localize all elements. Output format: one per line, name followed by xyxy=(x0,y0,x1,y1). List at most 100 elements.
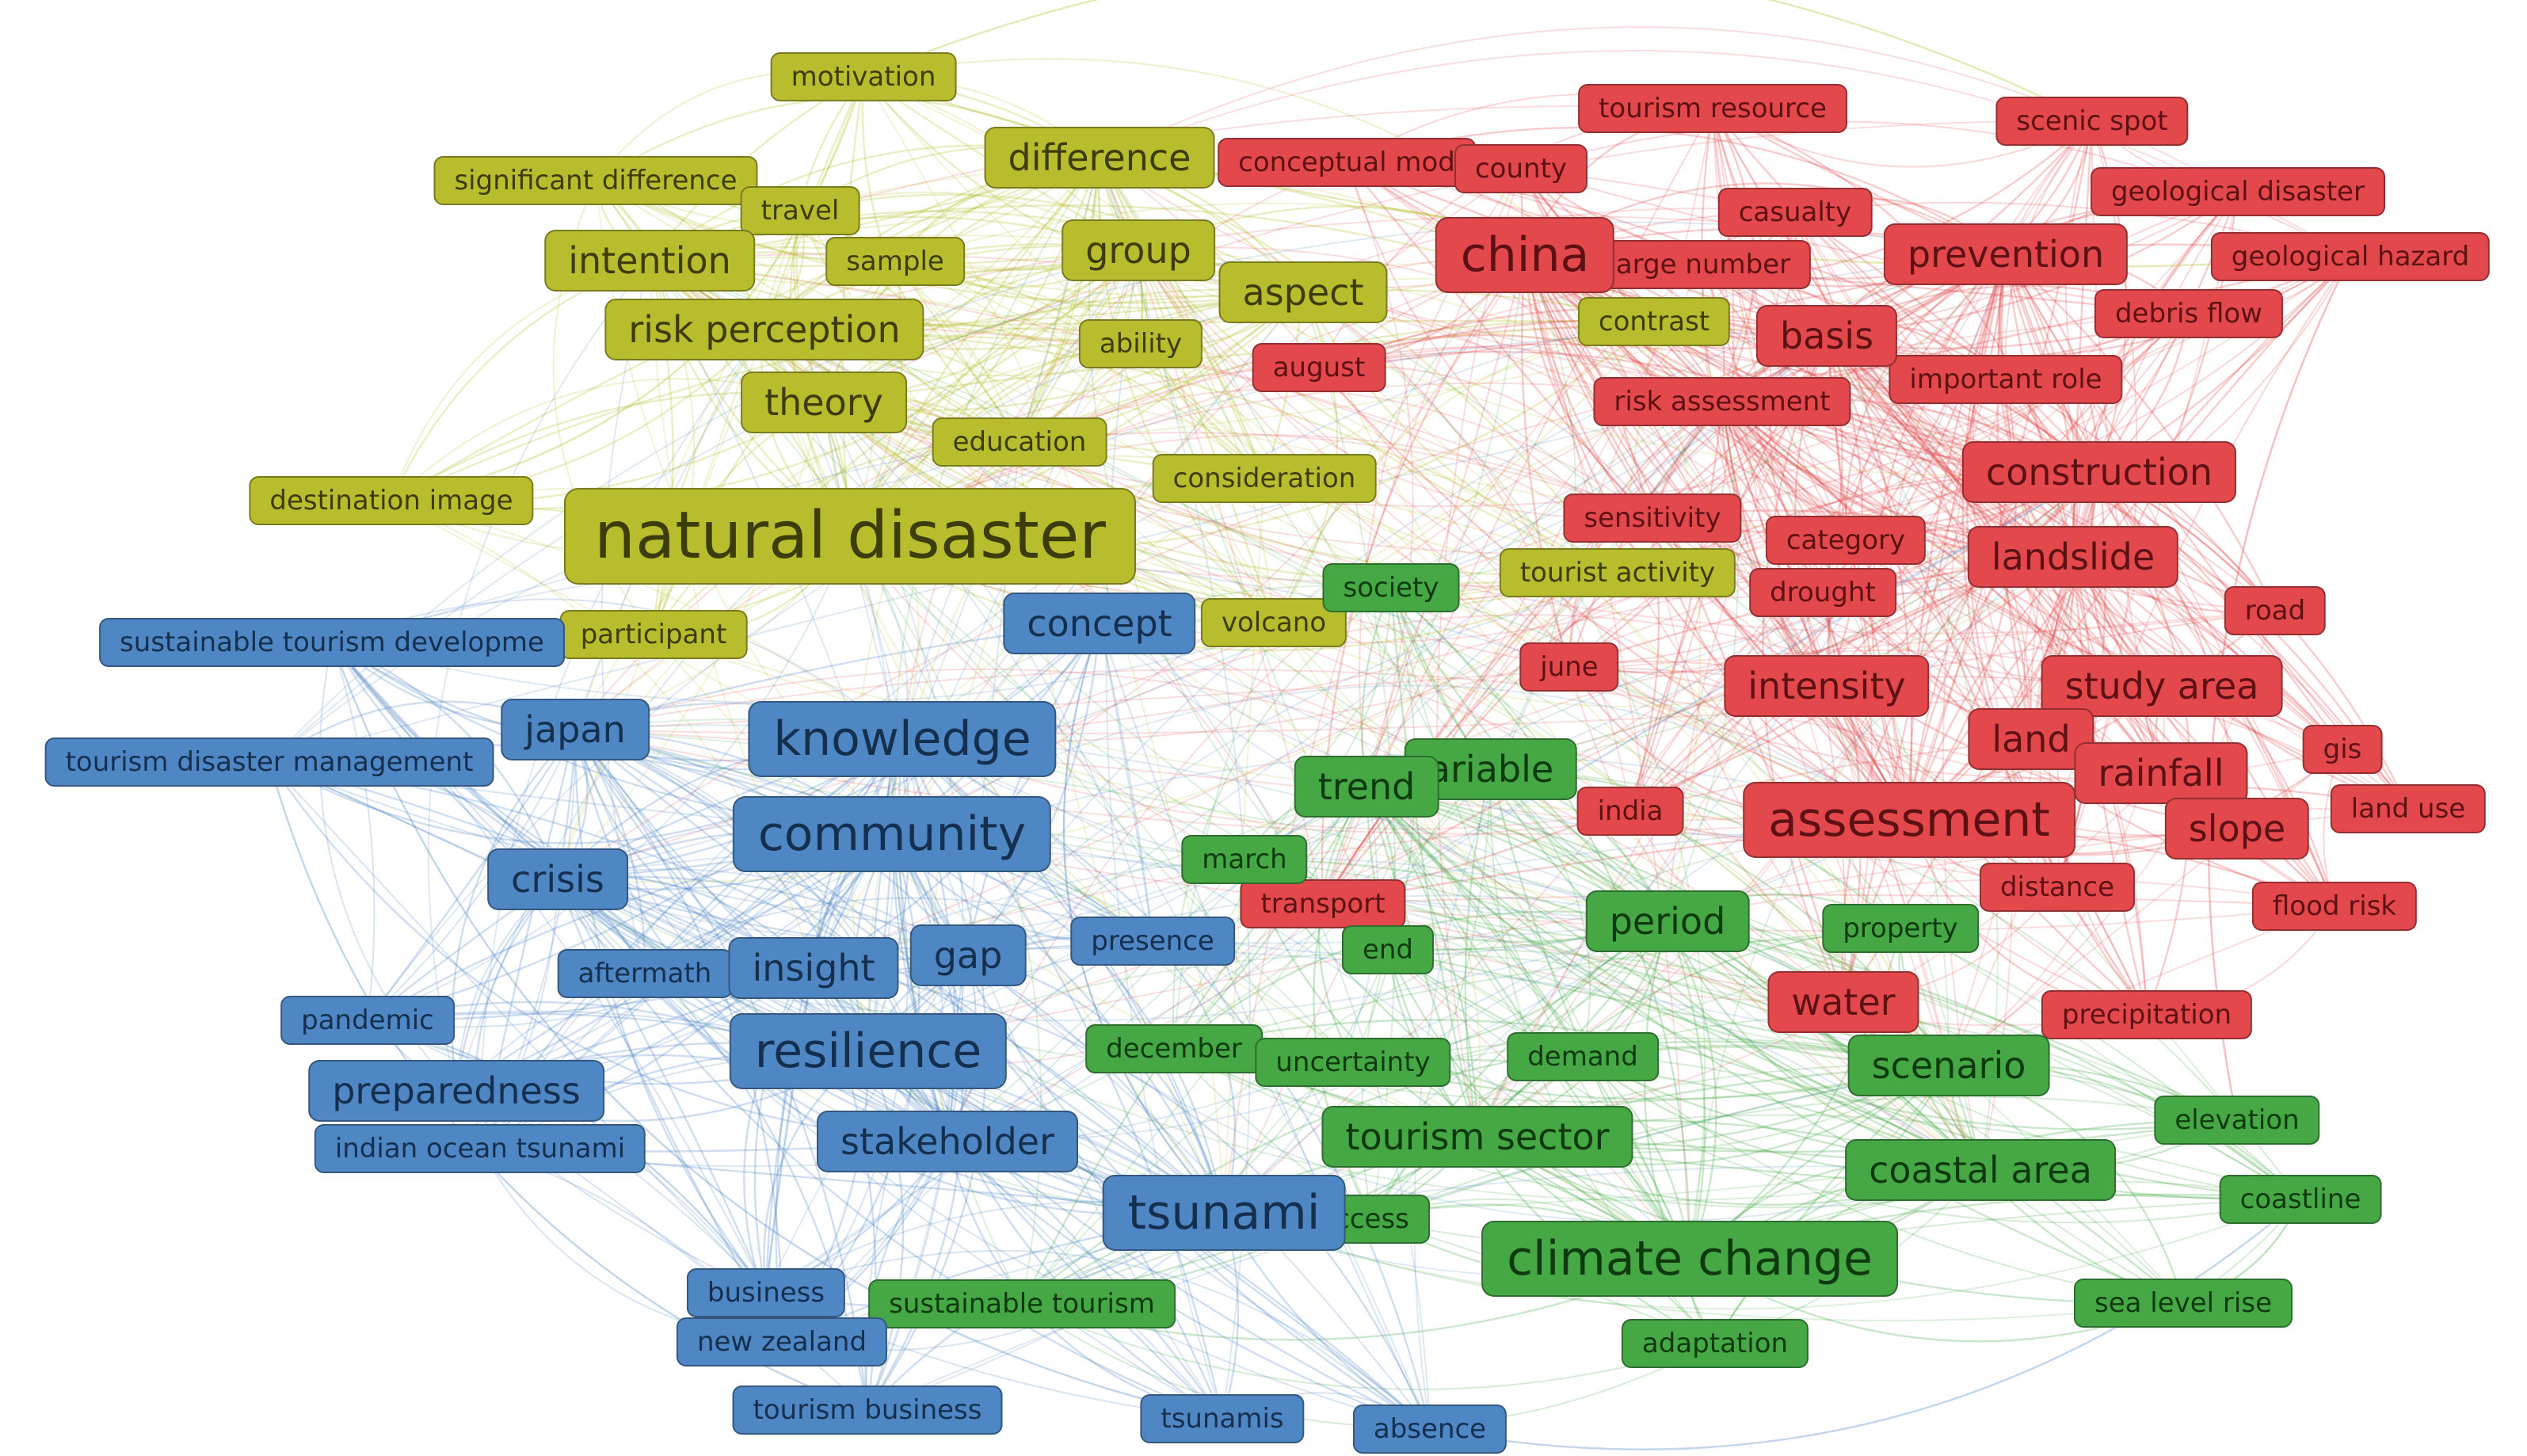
node-group[interactable]: group xyxy=(1061,219,1215,281)
node-december[interactable]: december xyxy=(1085,1024,1263,1073)
node-rainfall[interactable]: rainfall xyxy=(2074,742,2248,804)
node-basis[interactable]: basis xyxy=(1755,305,1898,367)
node-geological-disaster[interactable]: geological disaster xyxy=(2091,167,2385,216)
node-tsunami[interactable]: tsunami xyxy=(1102,1175,1346,1251)
node-contrast[interactable]: contrast xyxy=(1577,297,1731,346)
node-tourist-activity[interactable]: tourist activity xyxy=(1499,548,1736,597)
link-india-prevention xyxy=(1629,253,2007,812)
node-community[interactable]: community xyxy=(732,796,1052,872)
node-coastal-area[interactable]: coastal area xyxy=(1845,1139,2116,1201)
node-study-area[interactable]: study area xyxy=(2041,655,2283,717)
node-crisis[interactable]: crisis xyxy=(487,848,628,910)
node-tourism-sector[interactable]: tourism sector xyxy=(1321,1106,1633,1168)
node-stakeholder[interactable]: stakeholder xyxy=(817,1111,1078,1172)
node-resilience[interactable]: resilience xyxy=(729,1013,1008,1089)
node-assessment[interactable]: assessment xyxy=(1743,782,2075,858)
node-gap[interactable]: gap xyxy=(909,924,1027,986)
node-tourism-disaster-management[interactable]: tourism disaster management xyxy=(44,738,494,787)
link-adaptation-sustainable-tourism xyxy=(1021,1303,1716,1390)
node-transport[interactable]: transport xyxy=(1240,879,1406,928)
node-significant-difference[interactable]: significant difference xyxy=(433,156,758,205)
node-june[interactable]: june xyxy=(1519,642,1619,692)
node-construction[interactable]: construction xyxy=(1961,441,2237,503)
node-sample[interactable]: sample xyxy=(825,237,965,286)
node-participant[interactable]: participant xyxy=(559,610,748,659)
node-road[interactable]: road xyxy=(2224,586,2327,635)
node-tourism-resource[interactable]: tourism resource xyxy=(1578,84,1847,133)
node-conceptual-model[interactable]: conceptual mod xyxy=(1218,138,1476,187)
node-water[interactable]: water xyxy=(1767,971,1919,1033)
node-society[interactable]: society xyxy=(1322,563,1460,612)
node-demand[interactable]: demand xyxy=(1507,1032,1659,1081)
node-gis[interactable]: gis xyxy=(2302,725,2383,774)
node-pandemic[interactable]: pandemic xyxy=(280,996,455,1045)
link-society-prevention xyxy=(1390,253,2007,589)
node-uncertainty[interactable]: uncertainty xyxy=(1255,1038,1451,1087)
node-tourism-business[interactable]: tourism business xyxy=(732,1385,1003,1435)
node-slope[interactable]: slope xyxy=(2164,798,2310,859)
node-coastline[interactable]: coastline xyxy=(2219,1175,2382,1224)
node-motivation[interactable]: motivation xyxy=(770,52,957,101)
node-precipitation[interactable]: precipitation xyxy=(2041,990,2253,1039)
node-variable[interactable]: ariable xyxy=(1404,738,1578,800)
node-flood-risk[interactable]: flood risk xyxy=(2251,882,2418,931)
node-education[interactable]: education xyxy=(932,417,1107,467)
node-risk-perception[interactable]: risk perception xyxy=(604,299,924,360)
node-land-use[interactable]: land use xyxy=(2330,784,2487,833)
node-county[interactable]: county xyxy=(1454,144,1588,193)
node-indian-ocean-tsunami[interactable]: indian ocean tsunami xyxy=(314,1124,646,1173)
node-preparedness[interactable]: preparedness xyxy=(308,1060,604,1122)
node-adaptation[interactable]: adaptation xyxy=(1621,1319,1809,1368)
node-elevation[interactable]: elevation xyxy=(2154,1096,2320,1145)
node-climate-change[interactable]: climate change xyxy=(1481,1221,1898,1297)
node-volcano[interactable]: volcano xyxy=(1200,598,1347,647)
node-debris-flow[interactable]: debris flow xyxy=(2094,289,2284,338)
node-consideration[interactable]: consideration xyxy=(1152,454,1377,503)
node-sustainable-tourism-development[interactable]: sustainable tourism developme xyxy=(99,618,565,667)
node-scenario[interactable]: scenario xyxy=(1847,1035,2050,1096)
node-presence[interactable]: presence xyxy=(1070,917,1235,966)
node-travel[interactable]: travel xyxy=(740,186,860,235)
node-aftermath[interactable]: aftermath xyxy=(557,949,733,998)
node-scenic-spot[interactable]: scenic spot xyxy=(1995,97,2189,146)
node-distance[interactable]: distance xyxy=(1979,863,2136,912)
node-intention[interactable]: intention xyxy=(544,230,755,292)
node-period[interactable]: period xyxy=(1585,890,1750,952)
node-sensitivity[interactable]: sensitivity xyxy=(1563,494,1742,543)
node-tsunamis[interactable]: tsunamis xyxy=(1140,1394,1305,1443)
node-casualty[interactable]: casualty xyxy=(1717,188,1873,237)
node-ability[interactable]: ability xyxy=(1078,319,1203,368)
node-trend[interactable]: trend xyxy=(1294,756,1439,818)
node-august[interactable]: august xyxy=(1252,343,1386,392)
node-category[interactable]: category xyxy=(1765,516,1927,565)
node-property[interactable]: property xyxy=(1822,904,1979,953)
node-china[interactable]: china xyxy=(1435,217,1615,293)
node-sustainable-tourism[interactable]: sustainable tourism xyxy=(868,1279,1176,1328)
node-theory[interactable]: theory xyxy=(741,372,907,433)
node-natural-disaster[interactable]: natural disaster xyxy=(564,488,1136,585)
node-india[interactable]: india xyxy=(1576,787,1684,836)
node-destination-image[interactable]: destination image xyxy=(249,476,534,525)
node-business[interactable]: business xyxy=(686,1268,846,1317)
node-land[interactable]: land xyxy=(1968,708,2094,770)
node-intensity[interactable]: intensity xyxy=(1724,655,1930,717)
node-landslide[interactable]: landslide xyxy=(1967,526,2179,588)
node-geological-hazard[interactable]: geological hazard xyxy=(2210,232,2491,281)
node-large-number[interactable]: arge number xyxy=(1595,240,1812,289)
node-absence[interactable]: absence xyxy=(1352,1405,1507,1454)
node-end[interactable]: end xyxy=(1341,925,1435,974)
link-business-absence xyxy=(765,1249,1431,1430)
node-march[interactable]: march xyxy=(1181,835,1308,884)
node-sea-level-rise[interactable]: sea level rise xyxy=(2074,1279,2293,1328)
node-difference[interactable]: difference xyxy=(984,127,1215,189)
node-knowledge[interactable]: knowledge xyxy=(748,701,1057,777)
node-concept[interactable]: concept xyxy=(1003,593,1196,654)
node-drought[interactable]: drought xyxy=(1749,568,1896,617)
node-new-zealand[interactable]: new zealand xyxy=(676,1317,888,1366)
node-aspect[interactable]: aspect xyxy=(1218,261,1388,323)
node-important-role[interactable]: important role xyxy=(1889,355,2123,404)
node-insight[interactable]: insight xyxy=(728,937,899,999)
node-risk-assessment[interactable]: risk assessment xyxy=(1593,377,1851,426)
node-prevention[interactable]: prevention xyxy=(1883,223,2129,285)
node-japan[interactable]: japan xyxy=(501,699,650,760)
